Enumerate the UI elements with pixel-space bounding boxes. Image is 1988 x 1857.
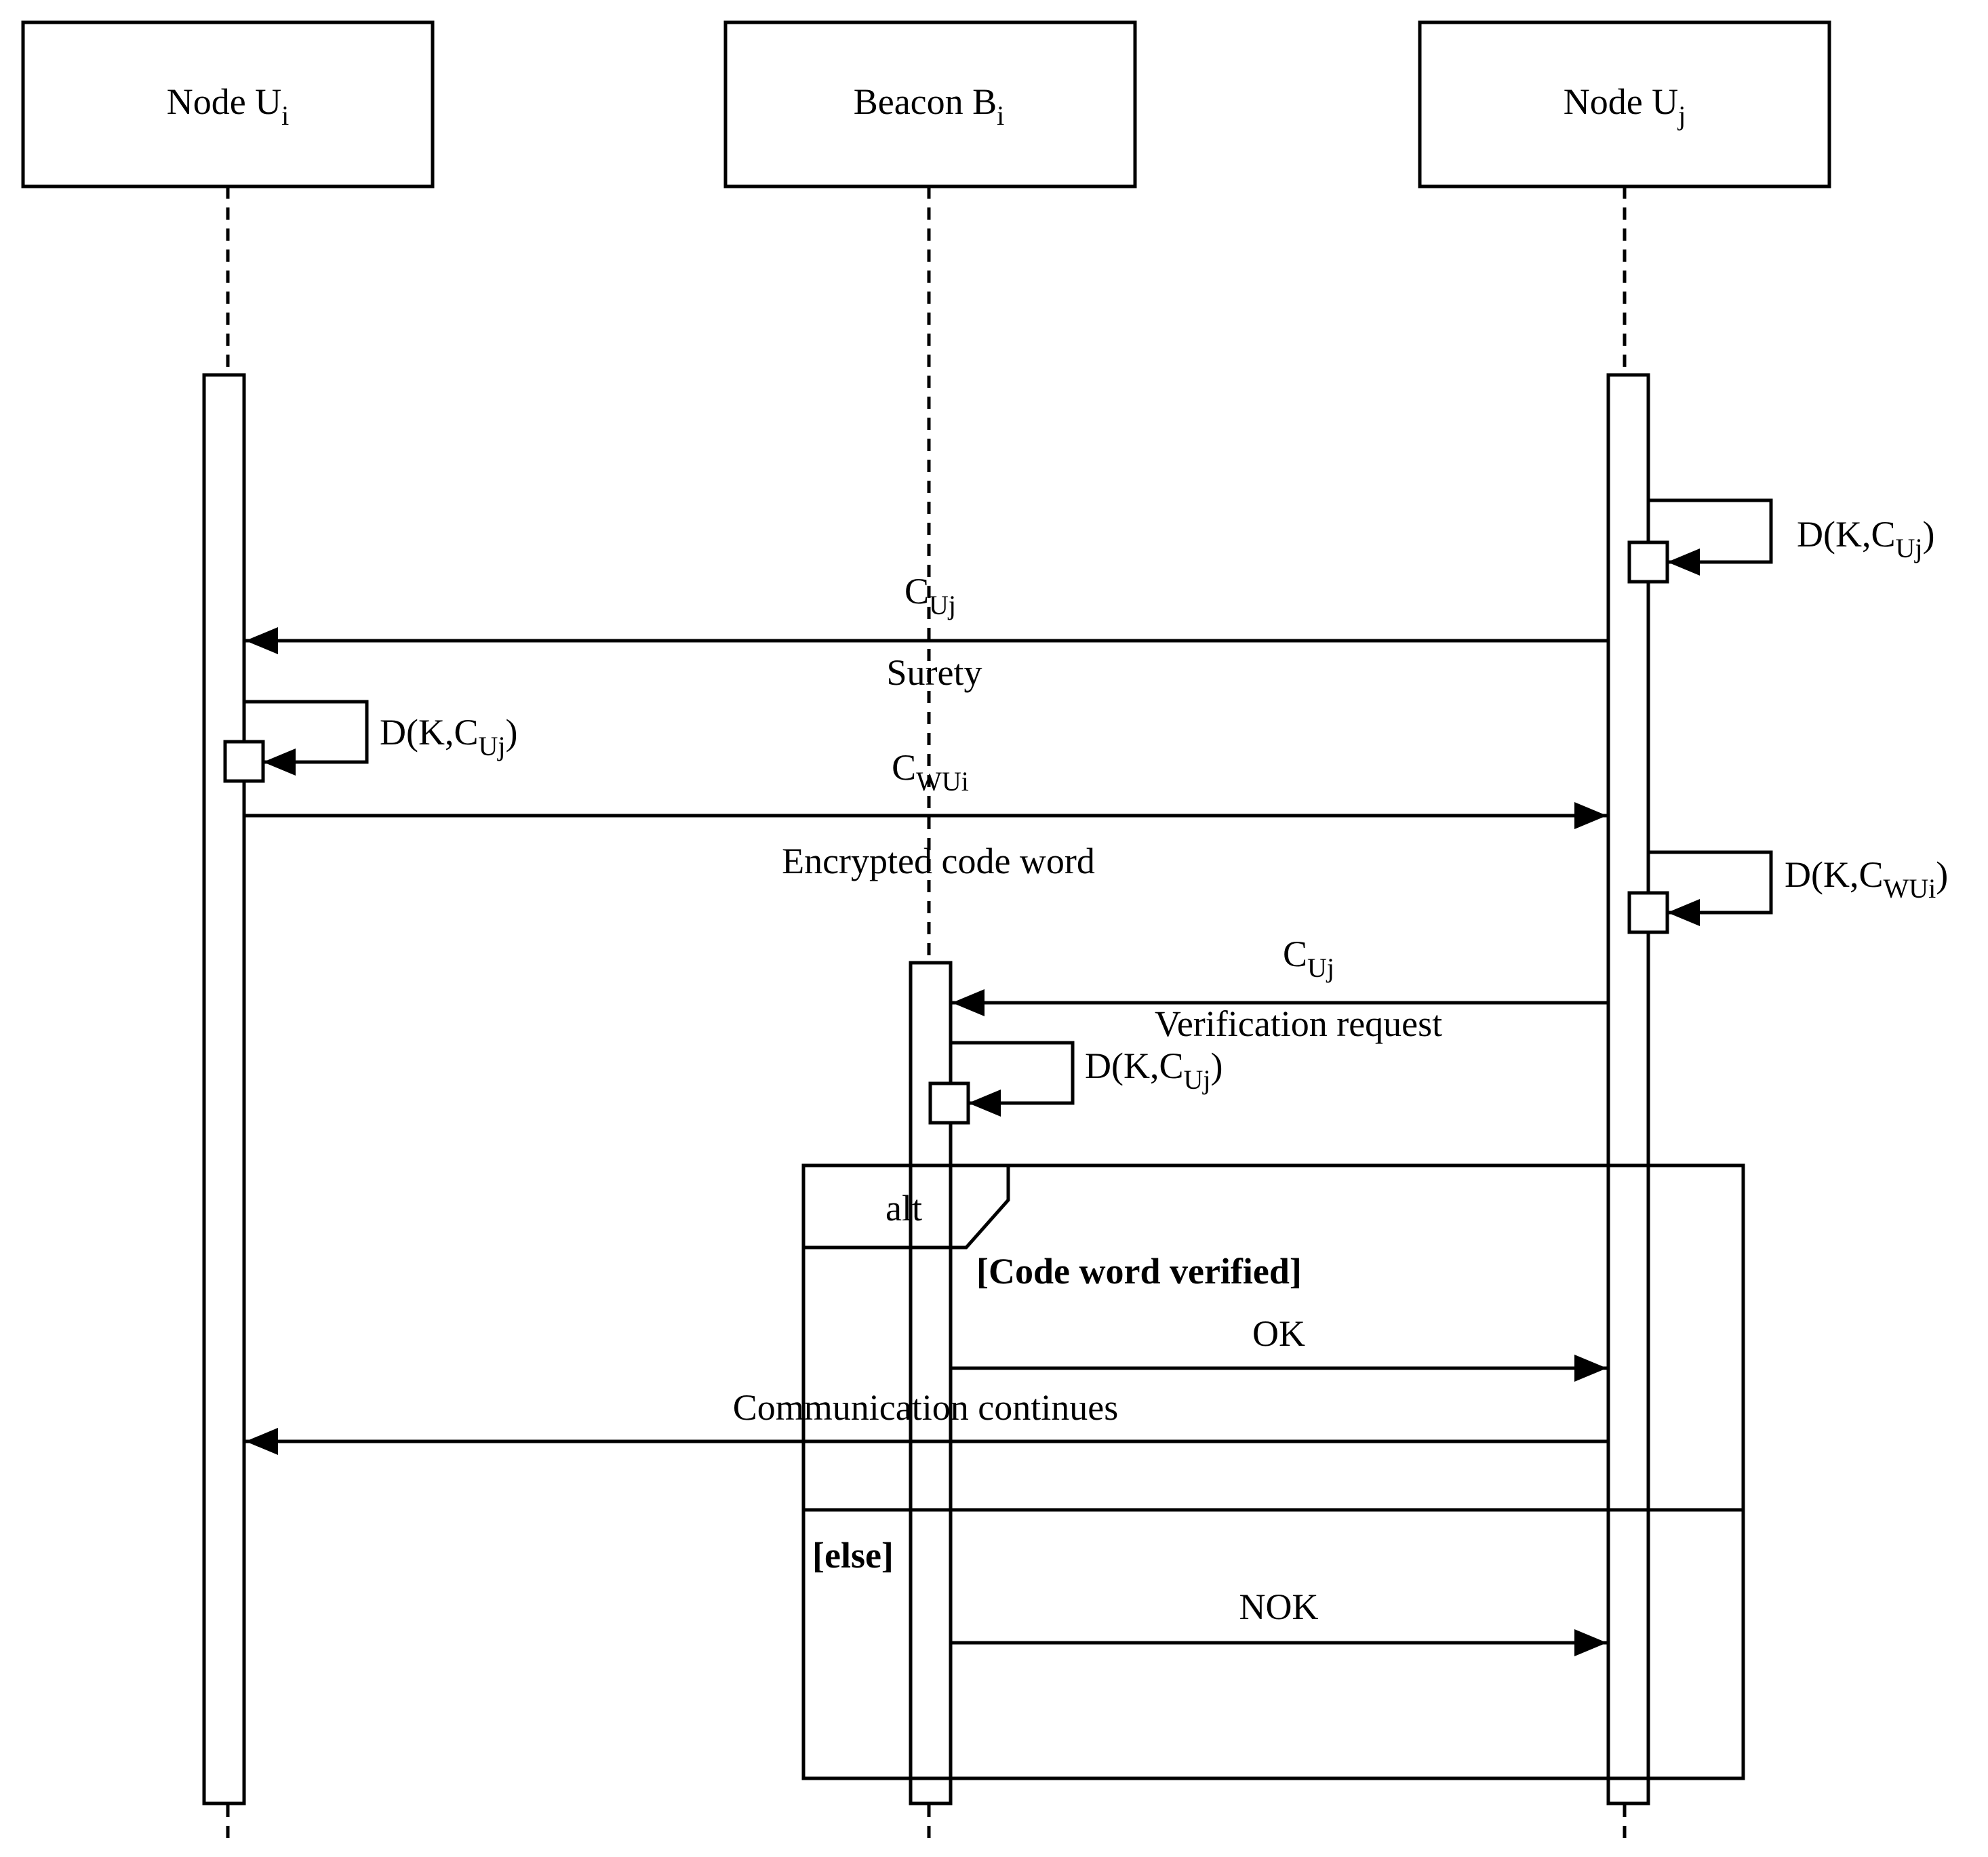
exec-box-bi-1 — [928, 1081, 970, 1125]
self-message-bi-decrypt-cuj — [951, 1041, 1075, 1117]
alt-operator-label: alt — [886, 1188, 922, 1229]
alt-fragment — [801, 1163, 1745, 1780]
self-message-uj-decrypt-cwui-label: D(K,CWUi) — [1785, 854, 1948, 904]
exec-box-ui-1 — [223, 740, 265, 783]
self-message-uj-decrypt-cuj-label: D(K,CUj) — [1797, 514, 1934, 563]
self-message-uj-decrypt-cuj — [1648, 498, 1773, 576]
message-cwui-label: CWUi — [892, 747, 969, 797]
participant-node-ui — [21, 20, 435, 188]
message-surety-label: Surety — [887, 652, 982, 693]
message-verification-request-label: Verification request — [1155, 1003, 1442, 1044]
participant-node-ui-label: Node Ui — [167, 81, 290, 131]
self-message-ui-decrypt-cuj — [244, 700, 369, 776]
message-communication-continues-label: Communication continues — [733, 1387, 1118, 1428]
participant-beacon-bi — [723, 20, 1137, 188]
activation-node-uj — [1606, 373, 1650, 1805]
activation-node-ui — [202, 373, 246, 1805]
message-encrypted-code-word-label: Encrypted code word — [782, 841, 1095, 881]
self-message-ui-decrypt-cuj-label: D(K,CUj) — [380, 712, 517, 761]
self-message-bi-decrypt-cuj-label: D(K,CUj) — [1085, 1045, 1222, 1095]
exec-box-uj-2 — [1627, 891, 1669, 934]
message-ok-label: OK — [1252, 1313, 1305, 1354]
exec-box-uj-1 — [1627, 540, 1669, 584]
alt-operator-pentagon — [803, 1165, 1010, 1250]
alt-guard-verified: [Code word verified] — [976, 1251, 1302, 1292]
message-verification-cuj-label: CUj — [1283, 934, 1334, 983]
participant-node-uj-label: Node Uj — [1564, 81, 1686, 131]
participant-node-uj — [1418, 20, 1831, 188]
participant-beacon-bi-label: Beacon Bi — [854, 81, 1005, 131]
message-cuj-label: CUj — [904, 571, 956, 620]
alt-guard-else: [else] — [812, 1535, 894, 1576]
message-nok-label: NOK — [1239, 1586, 1319, 1627]
self-message-uj-decrypt-cwui — [1648, 850, 1773, 926]
